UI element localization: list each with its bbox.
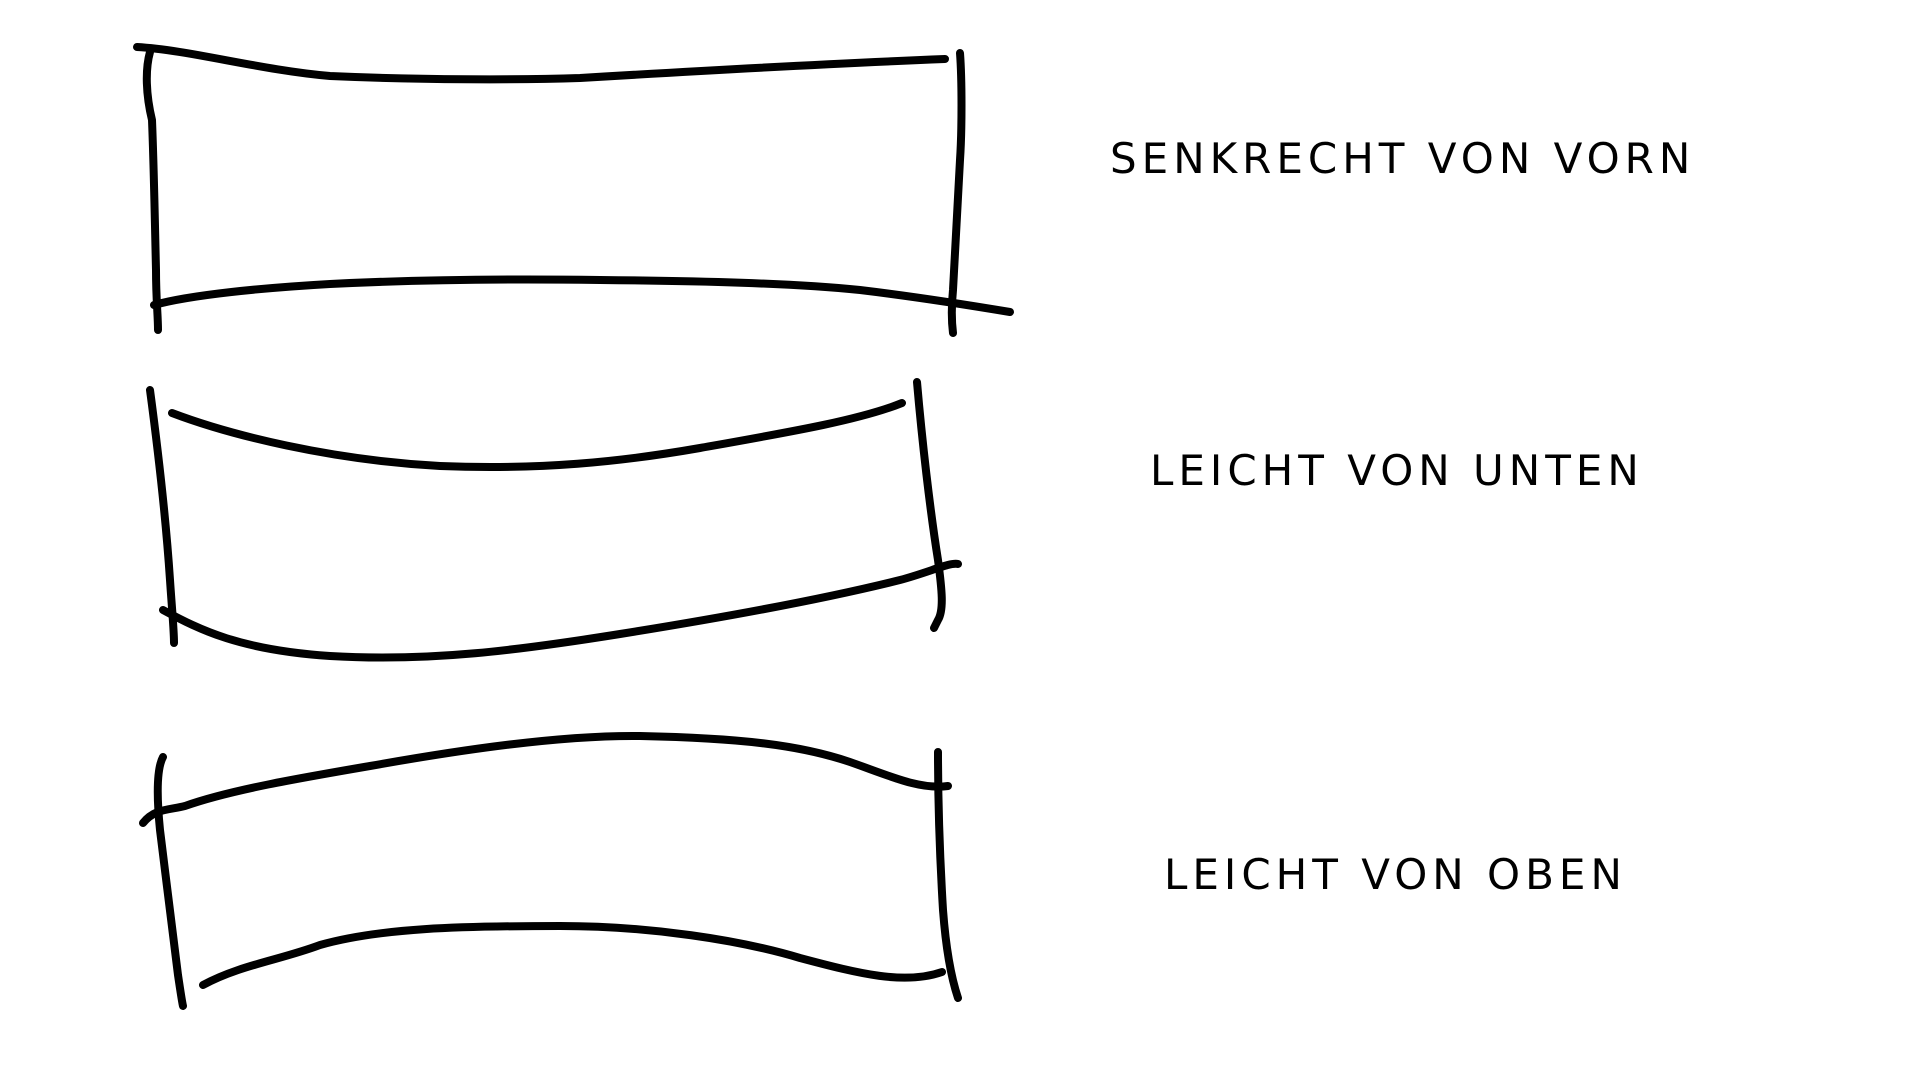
panel-below-left-edge	[146, 386, 178, 647]
panel-above-label: LEICHT VON OBEN	[1164, 850, 1627, 899]
panel-front-bottom-edge	[150, 275, 1014, 316]
panel-above-bottom-edge	[199, 922, 946, 989]
panel-front-shape	[133, 43, 1014, 337]
panel-above-left-edge	[153, 753, 187, 1010]
panel-above-right-edge	[934, 748, 962, 1002]
panel-below-bottom-edge	[159, 559, 962, 662]
panel-front-right-edge	[947, 49, 966, 337]
panel-front-top-edge	[133, 43, 949, 84]
panel-above-shape	[139, 731, 962, 1010]
panel-front-left-edge	[142, 48, 162, 334]
panel-front-label: SENKRECHT VON VORN	[1110, 134, 1696, 183]
panel-below-shape	[146, 378, 962, 662]
panel-below-top-edge	[168, 399, 906, 472]
panel-above-top-edge	[139, 731, 952, 827]
panel-below-right-edge	[913, 378, 946, 632]
panel-below-label: LEICHT VON UNTEN	[1150, 446, 1644, 495]
